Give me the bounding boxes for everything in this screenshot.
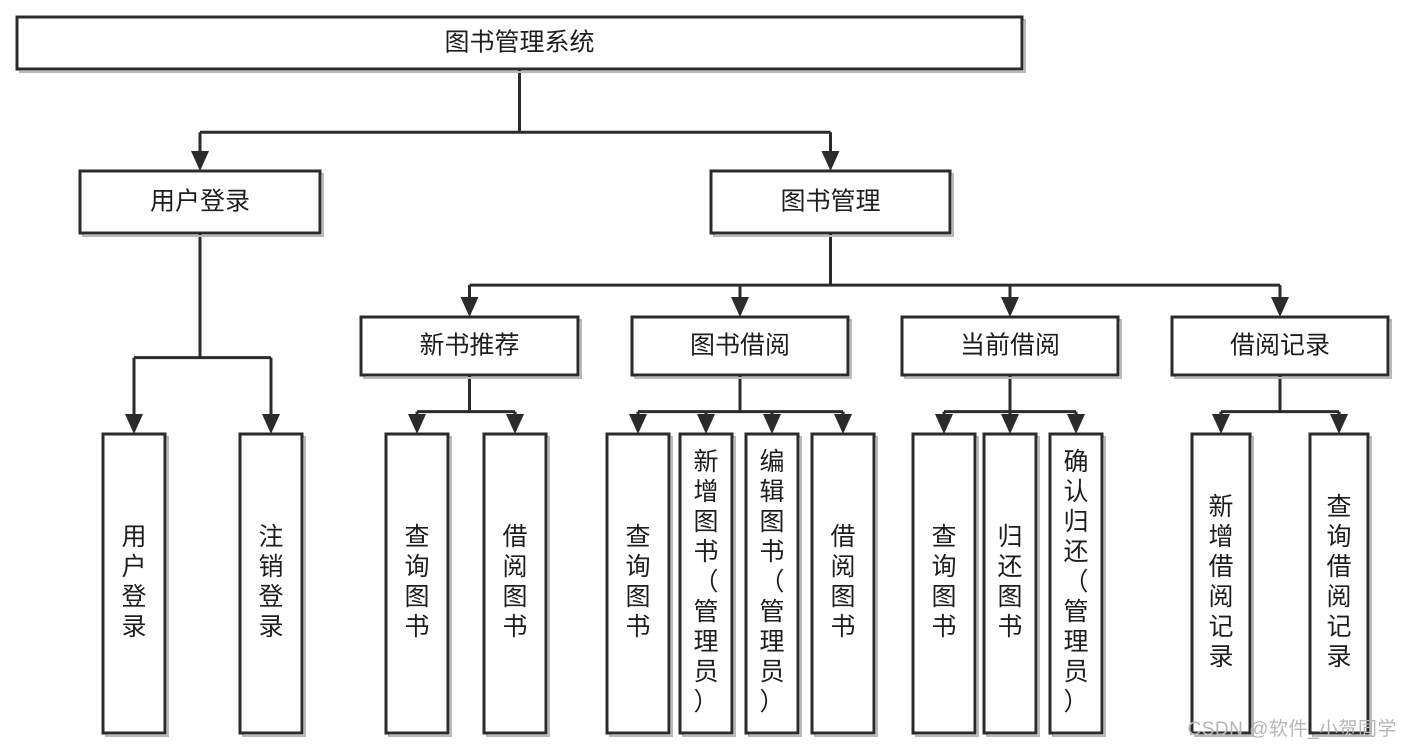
node-box[interactable] (1308, 432, 1370, 735)
node-label: 借阅图书 (830, 523, 855, 641)
node-box[interactable] (78, 169, 322, 235)
node-box[interactable] (709, 169, 952, 235)
arrow-head-icon (834, 414, 852, 434)
node-label: 归还图书 (997, 523, 1022, 641)
node-box[interactable] (911, 432, 977, 735)
arrow-head-icon (506, 414, 524, 434)
node-book-management[interactable]: 图书管理 (709, 169, 954, 237)
node-label: 查询图书 (404, 523, 429, 641)
arrow-head-icon (821, 151, 840, 171)
node-box[interactable] (630, 315, 850, 377)
connector-user-login (125, 233, 280, 434)
node-label: 图书管理系统 (444, 29, 594, 57)
node-label: 借阅记录 (1230, 332, 1330, 360)
node-box[interactable] (482, 432, 548, 735)
node-leaf-edit-book[interactable]: 编辑图书（管理员） (744, 432, 802, 737)
node-leaf-add-book[interactable]: 新增图书（管理员） (678, 432, 736, 737)
arrow-head-icon (935, 414, 953, 434)
arrow-head-icon (763, 414, 781, 434)
node-leaf-query-book-1[interactable]: 查询图书 (384, 432, 452, 737)
node-leaf-borrow-book-2[interactable]: 借阅图书 (810, 432, 878, 737)
node-leaf-return-book[interactable]: 归还图书 (982, 432, 1040, 737)
connector-borrow-records (1212, 375, 1348, 434)
node-leaf-query-book-2[interactable]: 查询图书 (605, 432, 673, 737)
node-label: 查询借阅记录 (1326, 493, 1351, 671)
node-label: 查询图书 (625, 523, 650, 641)
node-box[interactable] (15, 15, 1024, 71)
node-box[interactable] (359, 315, 580, 377)
node-leaf-confirm-return[interactable]: 确认归还（管理员） (1048, 432, 1106, 737)
node-box[interactable] (1190, 432, 1252, 735)
node-label: 新增图书（管理员） (693, 448, 718, 716)
arrow-head-icon (1330, 414, 1348, 434)
node-current-borrow[interactable]: 当前借阅 (900, 315, 1122, 379)
node-label: 编辑图书（管理员） (759, 448, 784, 716)
arrow-head-icon (408, 414, 426, 434)
node-borrow-records[interactable]: 借阅记录 (1170, 315, 1392, 379)
nodes-layer: 图书管理系统用户登录图书管理新书推荐图书借阅当前借阅借阅记录用户登录注销登录查询… (15, 15, 1392, 737)
connector-book-borrow (629, 375, 852, 434)
arrow-head-icon (1212, 414, 1230, 434)
node-box[interactable] (1170, 315, 1390, 377)
node-box[interactable] (810, 432, 876, 735)
node-root[interactable]: 图书管理系统 (15, 15, 1026, 73)
node-box[interactable] (678, 432, 734, 735)
arrow-head-icon (125, 414, 143, 434)
node-box[interactable] (605, 432, 671, 735)
arrow-head-icon (1271, 297, 1289, 317)
node-label: 图书借阅 (690, 332, 790, 360)
node-label: 新书推荐 (419, 332, 519, 360)
connector-current-borrow (935, 375, 1085, 434)
node-leaf-query-borrow-record[interactable]: 查询借阅记录 (1308, 432, 1372, 737)
connector-book-management (460, 233, 1289, 317)
node-label: 用户登录 (121, 523, 146, 641)
node-label: 当前借阅 (960, 332, 1060, 360)
arrow-head-icon (191, 151, 209, 171)
node-leaf-borrow-book-1[interactable]: 借阅图书 (482, 432, 550, 737)
node-label: 新增借阅记录 (1208, 493, 1233, 671)
node-box[interactable] (238, 432, 304, 735)
arrow-head-icon (460, 297, 479, 317)
connector-new-book-recommend (408, 375, 524, 434)
arrow-head-icon (1001, 297, 1019, 317)
node-new-book-recommend[interactable]: 新书推荐 (359, 315, 582, 379)
arrow-head-icon (697, 414, 715, 434)
node-leaf-query-book-3[interactable]: 查询图书 (911, 432, 979, 737)
node-label: 借阅图书 (502, 523, 527, 641)
arrow-head-icon (1067, 414, 1085, 434)
node-box[interactable] (1048, 432, 1104, 735)
node-box[interactable] (900, 315, 1120, 377)
node-book-borrow[interactable]: 图书借阅 (630, 315, 852, 379)
node-box[interactable] (101, 432, 167, 735)
arrow-head-icon (1001, 414, 1019, 434)
arrow-head-icon (629, 414, 647, 434)
node-label: 确认归还（管理员） (1063, 448, 1088, 716)
csdn-watermark: CSDN @软件_小贺同学 (1187, 719, 1397, 740)
node-user-login[interactable]: 用户登录 (78, 169, 324, 237)
node-box[interactable] (744, 432, 800, 735)
node-box[interactable] (384, 432, 450, 735)
node-label: 查询图书 (931, 523, 956, 641)
node-label: 用户登录 (150, 188, 250, 216)
node-leaf-user-login[interactable]: 用户登录 (101, 432, 169, 737)
connector-root (191, 69, 840, 171)
node-label: 图书管理 (780, 188, 880, 216)
arrow-head-icon (731, 297, 749, 317)
node-leaf-add-borrow-record[interactable]: 新增借阅记录 (1190, 432, 1254, 737)
connector-lines-layer (125, 69, 1348, 434)
node-label: 注销登录 (258, 523, 283, 641)
arrow-head-icon (262, 414, 280, 434)
node-leaf-user-logout[interactable]: 注销登录 (238, 432, 306, 737)
node-box[interactable] (982, 432, 1038, 735)
